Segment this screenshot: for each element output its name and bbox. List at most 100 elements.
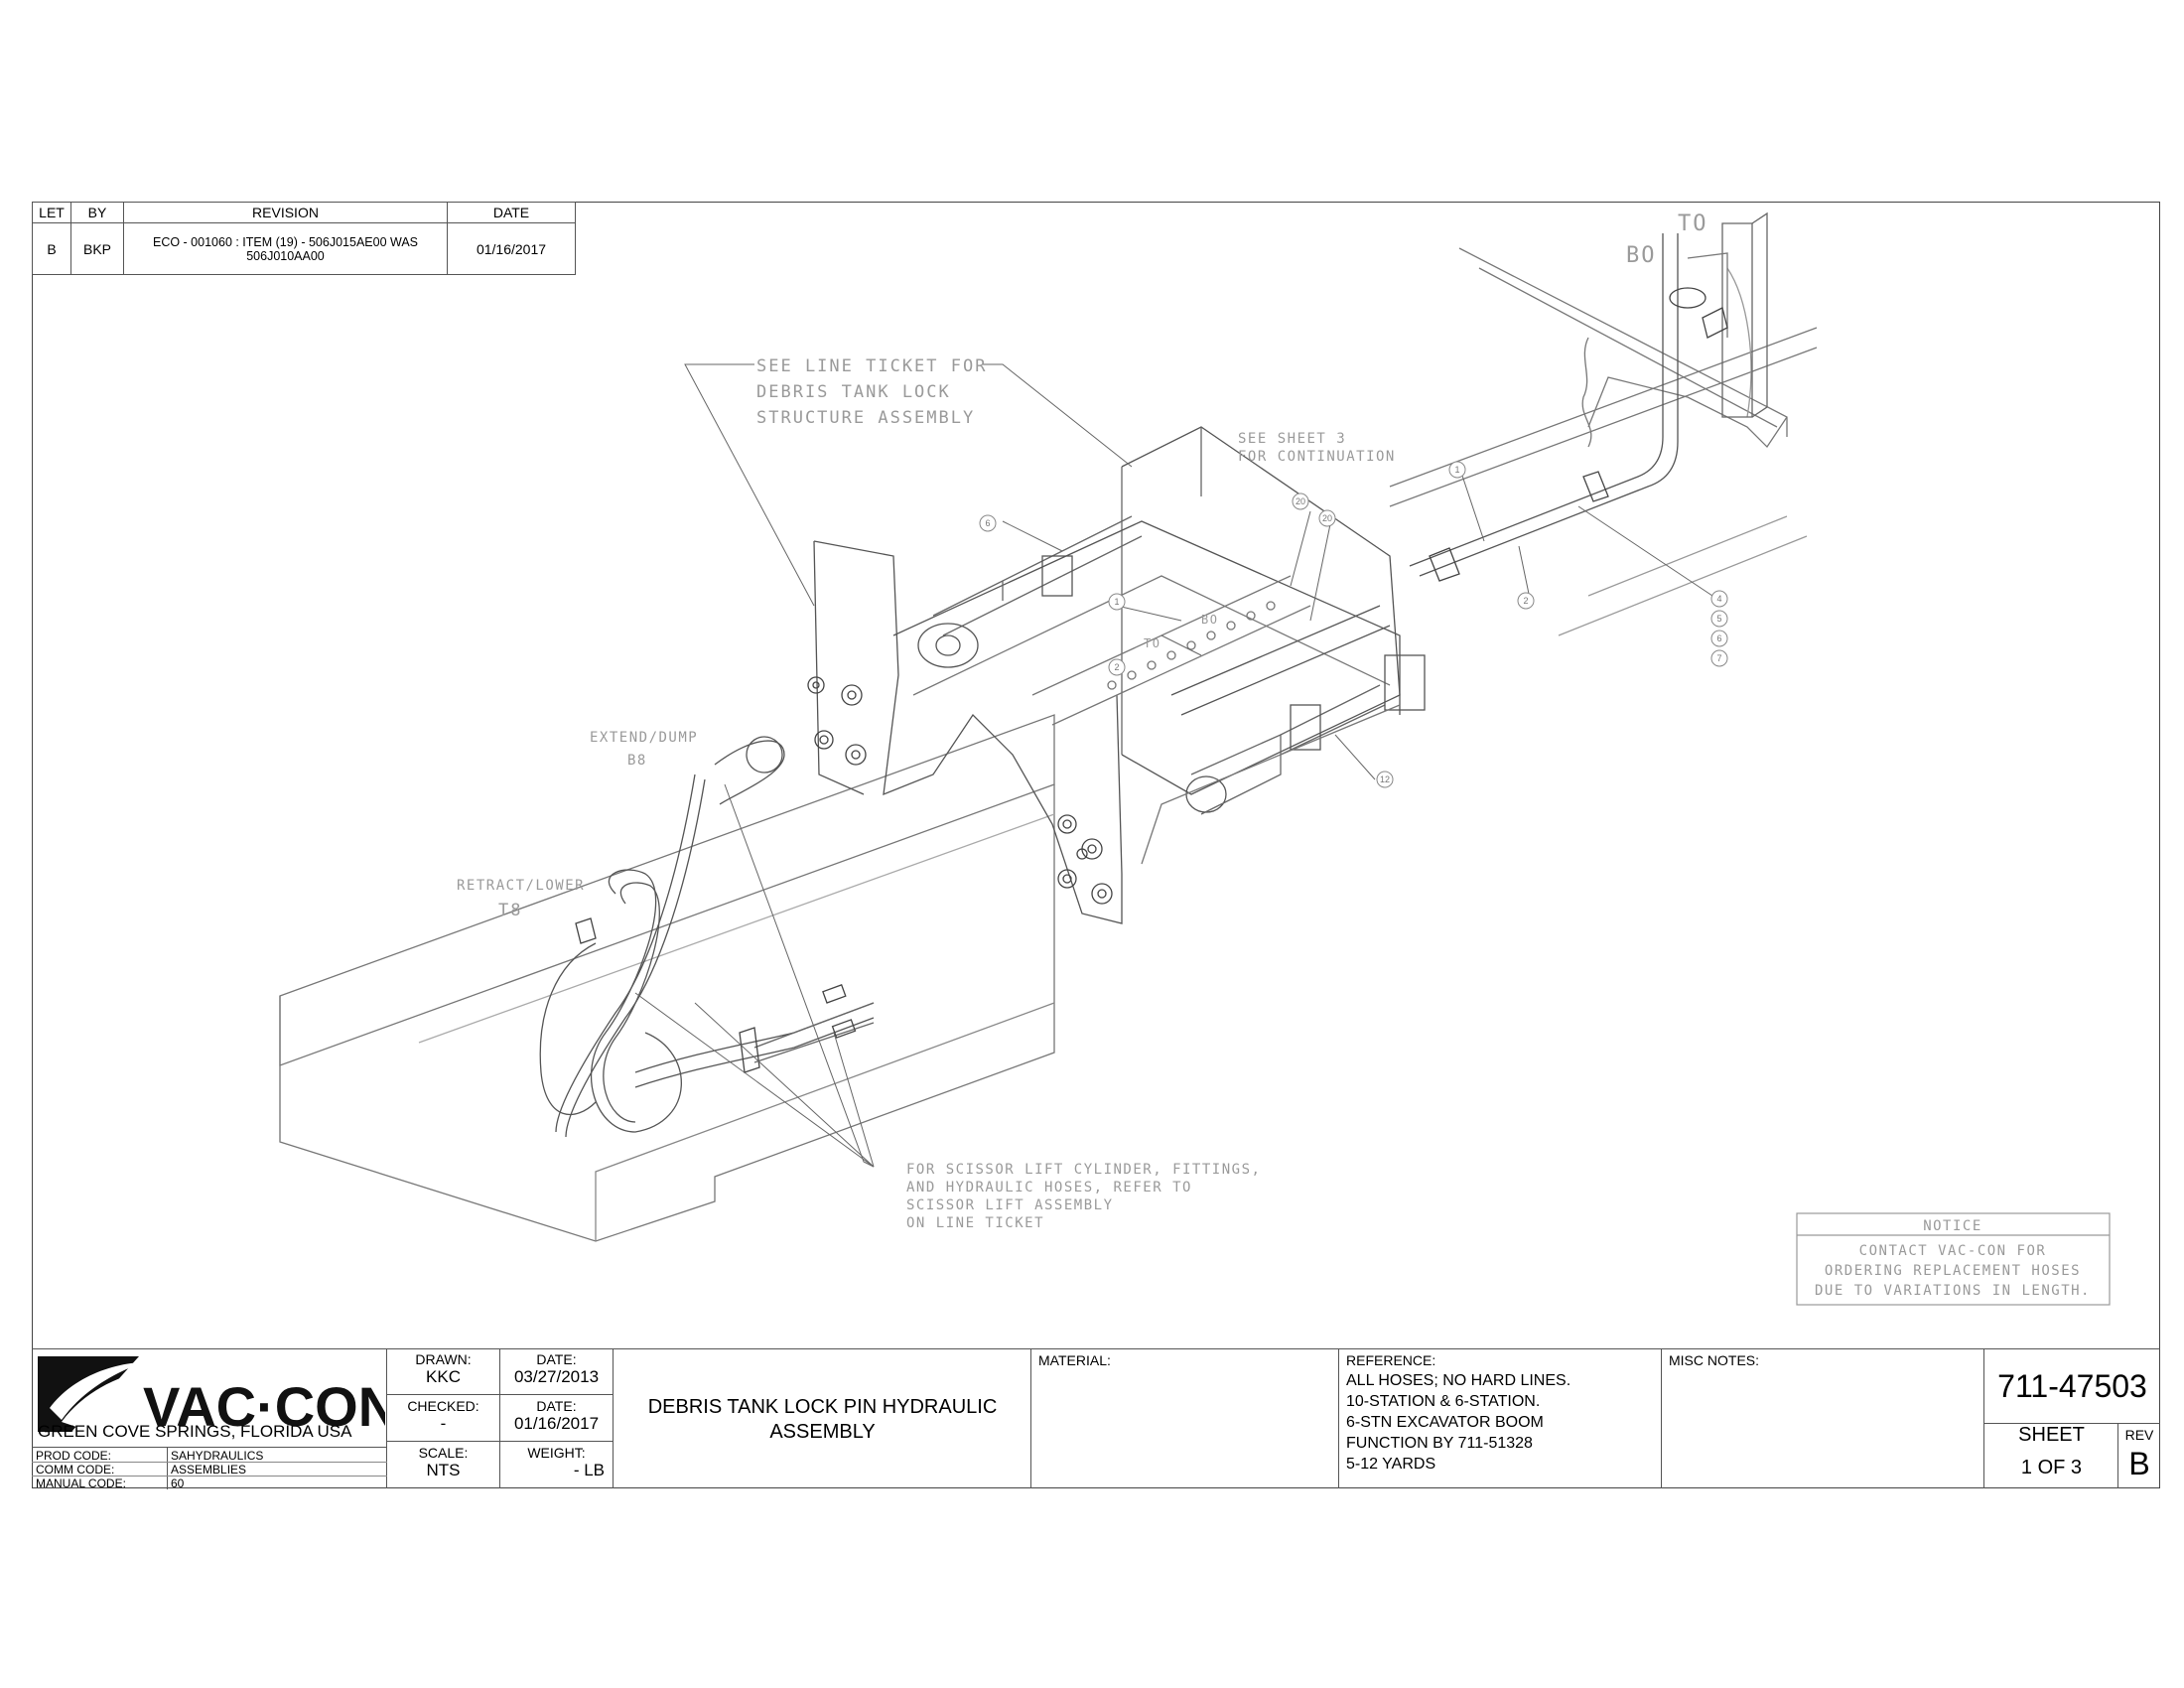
notice-title: NOTICE [1923,1218,1982,1234]
callout-5: 5 [1716,614,1721,624]
logo-text: VAC·CON [143,1375,385,1438]
reference-line: 5-12 YARDS [1346,1456,1436,1473]
callout-numbers: 6 1 2 20 20 12 1 2 4 5 6 7 [985,465,1721,784]
note-retract-lower: RETRACT/LOWER [457,878,585,894]
rev-let: B [32,222,71,275]
note-extend-dump: EXTEND/DUMP [590,730,698,746]
misc-notes-cell: MISC NOTES: [1662,1348,1984,1488]
comm-code: ASSEMBLIES [171,1463,247,1477]
vac-con-logo-icon: VAC·CON [38,1356,385,1438]
checked-cell: CHECKED: - [387,1395,500,1442]
leader-lines [634,363,1713,1168]
note-t8: T8 [498,901,522,920]
note-line-ticket-3: STRUCTURE ASSEMBLY [756,408,975,428]
note-b8: B8 [627,753,647,769]
weight-value: - LB [573,1461,605,1479]
reference-line: 10-STATION & 6-STATION. [1346,1393,1541,1410]
notice-box: NOTICE CONTACT VAC-CON FOR ORDERING REPL… [1796,1212,2111,1306]
scale-cell: SCALE: NTS [387,1442,500,1488]
perforation-holes [1107,601,1276,690]
note-line-ticket-2: DEBRIS TANK LOCK [756,382,951,402]
misc-notes-label: MISC NOTES: [1669,1352,1760,1368]
note-sheet3-1: SEE SHEET 3 [1238,431,1346,447]
callout-12-upper: 6 [985,518,990,528]
note-bo: BO [1626,243,1657,268]
note-line-ticket-1: SEE LINE TICKET FOR [756,356,987,376]
manual-code-label: MANUAL CODE: [36,1477,126,1490]
drawn-date-cell: DATE: 03/27/2013 [500,1348,614,1395]
callout-4: 4 [1716,594,1721,604]
note-scissor-2: AND HYDRAULIC HOSES, REFER TO [906,1180,1192,1196]
company-location: GREEN COVE SPRINGS, FLORIDA USA [38,1422,352,1441]
reference-line: FUNCTION BY 711-51328 [1346,1435,1533,1452]
checked-date-label: DATE: [536,1398,577,1414]
scale-label: SCALE: [418,1445,469,1461]
drawing-border [32,202,2160,1488]
notice-line2: ORDERING REPLACEMENT HOSES [1825,1263,2081,1279]
manual-code: 60 [171,1477,185,1490]
code-table: PROD CODE: SAHYDRAULICS COMM CODE: ASSEM… [32,1447,387,1490]
reference-line: ALL HOSES; NO HARD LINES. [1346,1372,1571,1389]
drawing-title-line2: ASSEMBLY [769,1421,876,1443]
callout-20-a: 20 [1296,496,1305,506]
note-scissor-3: SCISSOR LIFT ASSEMBLY [906,1197,1114,1213]
prod-code: SAHYDRAULICS [171,1449,264,1463]
drawing-number-cell: 711-47503 [1984,1348,2160,1424]
notice-line1: CONTACT VAC-CON FOR [1859,1243,2047,1259]
title-cell: DEBRIS TANK LOCK PIN HYDRAULIC ASSEMBLY [614,1348,1031,1488]
sheet-cell: SHEET 1 OF 3 [1984,1424,2118,1488]
material-cell: MATERIAL: [1031,1348,1339,1488]
callout-1-center: 1 [1114,597,1119,607]
drawn-value: KKC [426,1367,461,1386]
material-label: MATERIAL: [1038,1352,1111,1368]
drawing-number: 711-47503 [1997,1368,2147,1404]
comm-code-label: COMM CODE: [36,1463,115,1477]
note-small-to: TO [1144,636,1160,650]
drawn-date-value: 03/27/2013 [513,1367,600,1386]
revision-table: LET BY REVISION DATE B BKP ECO - 001060 … [32,202,576,275]
weight-label: WEIGHT: [527,1445,586,1461]
callout-1-right: 1 [1454,465,1459,475]
rev-date: 01/16/2017 [447,222,576,275]
callout-2-right: 2 [1523,596,1528,606]
rev-by: BKP [70,222,124,275]
rev-description: ECO - 001060 : ITEM (19) - 506J015AE00 W… [123,222,448,275]
note-small-bo: BO [1201,613,1218,627]
rev-label: REV [2124,1427,2154,1443]
drawing-title-line1: DEBRIS TANK LOCK PIN HYDRAULIC [647,1396,998,1418]
linework [279,211,1818,1242]
note-scissor-1: FOR SCISSOR LIFT CYLINDER, FITTINGS, [906,1162,1261,1178]
callout-balloons [979,461,1728,788]
title-block-top-rule [32,1348,2160,1350]
weight-cell: WEIGHT: - LB [500,1442,614,1488]
reference-label: REFERENCE: [1346,1352,1436,1368]
reference-line: 6-STN EXCAVATOR BOOM [1346,1414,1544,1431]
sheet-value: 1 OF 3 [2020,1457,2083,1478]
drawn-label: DRAWN: [415,1351,472,1367]
note-scissor-4: ON LINE TICKET [906,1215,1044,1231]
callout-7: 7 [1716,653,1721,663]
reference-lines: ALL HOSES; NO HARD LINES. 10-STATION & 6… [1346,1370,1570,1475]
reference-cell: REFERENCE: ALL HOSES; NO HARD LINES. 10-… [1339,1348,1662,1488]
drawn-cell: DRAWN: KKC [387,1348,500,1395]
logo-area: VAC·CON GREEN COVE SPRINGS, FLORIDA USA [32,1348,387,1488]
callout-20-b: 20 [1322,513,1332,523]
rev-header-by: BY [70,202,124,223]
rev-cell: REV B [2118,1424,2160,1488]
sheet-label: SHEET [2018,1424,2085,1446]
checked-date-value: 01/16/2017 [513,1414,600,1433]
bolts [807,676,1113,905]
callout-6: 6 [1716,633,1721,643]
notice-line3: DUE TO VARIATIONS IN LENGTH. [1815,1283,2091,1299]
callout-2-center: 2 [1114,662,1119,672]
prod-code-label: PROD CODE: [36,1449,112,1463]
drawn-date-label: DATE: [536,1351,577,1367]
callout-12-lower: 12 [1380,774,1390,784]
note-sheet3-2: FOR CONTINUATION [1238,449,1396,465]
rev-value: B [2128,1446,2150,1481]
note-to: TO [1678,211,1708,236]
checked-value: - [440,1414,447,1433]
scale-value: NTS [426,1461,461,1479]
checked-date-cell: DATE: 01/16/2017 [500,1395,614,1442]
